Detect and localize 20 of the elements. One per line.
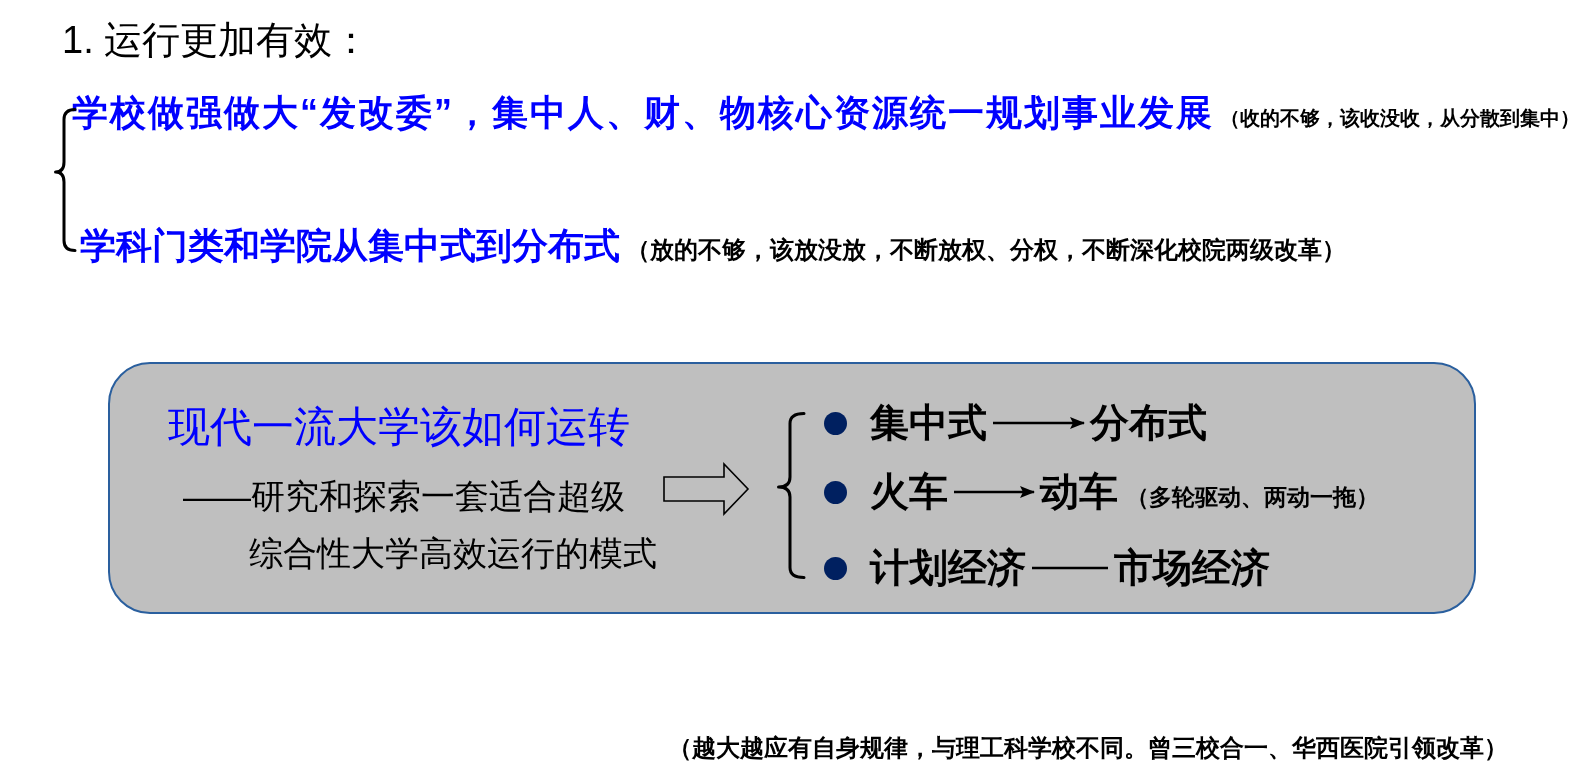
item-text: 学科门类和学院从集中式到分布式 xyxy=(80,225,620,266)
heading: 现代一流大学该如何运转 xyxy=(168,402,630,452)
term-text: 市场经济 xyxy=(1114,545,1270,591)
term-text: 集中式 xyxy=(870,400,987,446)
term-text: 火车 xyxy=(870,469,948,515)
arrow xyxy=(993,417,1085,429)
connector-line xyxy=(1032,566,1108,570)
note-text: （收的不够，该收没收，从分散到集中） xyxy=(1220,107,1574,129)
subtitle: ——研究和探索一套适合超级综合性大学高效运行的模式 xyxy=(183,476,658,574)
term-text: 动车 xyxy=(1040,470,1118,513)
item-text: 学校做强做大“发改委”，集中人、财、物核心资源统一规划事业发展 xyxy=(72,92,1214,133)
footnote: （越大越应有自身规律，与理工科学校不同。曾三校合一、华西医院引领改革） xyxy=(668,734,1508,761)
rounded-panel xyxy=(108,362,1476,614)
note-text: （放的不够，该放没放，不断放权、分权，不断深化校院两级改革） xyxy=(626,236,1346,263)
arrow xyxy=(954,486,1035,498)
term-text: 分布式 xyxy=(1090,400,1207,446)
title: 1. 运行更加有效： xyxy=(62,18,371,63)
block-arrow xyxy=(663,462,750,516)
term-text: 计划经济 xyxy=(870,545,1026,591)
note-text: （多轮驱动、两动一拖） xyxy=(1126,484,1379,510)
